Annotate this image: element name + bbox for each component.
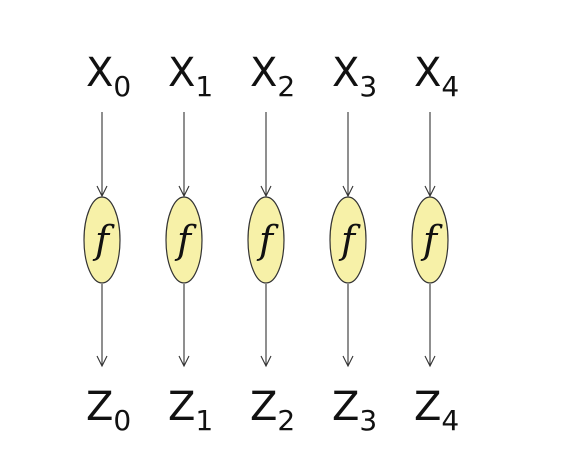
column-2: X2 f Z2 — [247, 50, 295, 437]
output-z3-sub: 3 — [359, 404, 377, 437]
output-z4-sub: 4 — [441, 404, 459, 437]
input-x1-var: X — [168, 50, 195, 96]
function-node-4 — [411, 196, 449, 284]
arrowhead-f3-in — [342, 185, 354, 198]
arrowhead-f4-in — [424, 185, 436, 198]
column-4: X4 f Z4 — [411, 50, 459, 437]
output-z0-sub: 0 — [113, 404, 131, 437]
arrowhead-z3-in — [342, 355, 354, 368]
output-z4-var: Z — [414, 384, 441, 430]
output-z2-var: Z — [250, 384, 277, 430]
function-node-3 — [329, 196, 367, 284]
arrowhead-z2-in — [260, 355, 272, 368]
arrowhead-z0-in — [96, 355, 108, 368]
function-node-2 — [247, 196, 285, 284]
output-z1: Z1 — [168, 384, 213, 437]
column-1: X1 f Z1 — [165, 50, 213, 437]
input-x2-var: X — [250, 50, 277, 96]
arrowhead-f2-in — [260, 185, 272, 198]
input-x1: X1 — [168, 50, 213, 103]
arrowhead-f1-in — [178, 185, 190, 198]
input-x3-sub: 3 — [359, 70, 377, 103]
column-0: X0 f Z0 — [83, 50, 131, 437]
output-z1-sub: 1 — [195, 404, 213, 437]
arrowhead-z1-in — [178, 355, 190, 368]
input-x2: X2 — [250, 50, 295, 103]
input-x0-var: X — [86, 50, 113, 96]
function-node-0 — [83, 196, 121, 284]
output-z1-var: Z — [168, 384, 195, 430]
input-x0-sub: 0 — [113, 70, 131, 103]
arrowhead-f0-in — [96, 185, 108, 198]
arrowhead-z4-in — [424, 355, 436, 368]
input-x0: X0 — [86, 50, 131, 103]
function-node-1 — [165, 196, 203, 284]
output-z0: Z0 — [86, 384, 131, 437]
output-z4: Z4 — [414, 384, 459, 437]
output-z3: Z3 — [332, 384, 377, 437]
column-3: X3 f Z3 — [329, 50, 377, 437]
output-z3-var: Z — [332, 384, 359, 430]
input-x2-sub: 2 — [277, 70, 295, 103]
output-z2: Z2 — [250, 384, 295, 437]
input-x1-sub: 1 — [195, 70, 213, 103]
input-x4-sub: 4 — [441, 70, 459, 103]
input-x3: X3 — [332, 50, 377, 103]
input-x3-var: X — [332, 50, 359, 96]
output-z0-var: Z — [86, 384, 113, 430]
input-x4: X4 — [414, 50, 459, 103]
output-z2-sub: 2 — [277, 404, 295, 437]
input-x4-var: X — [414, 50, 441, 96]
